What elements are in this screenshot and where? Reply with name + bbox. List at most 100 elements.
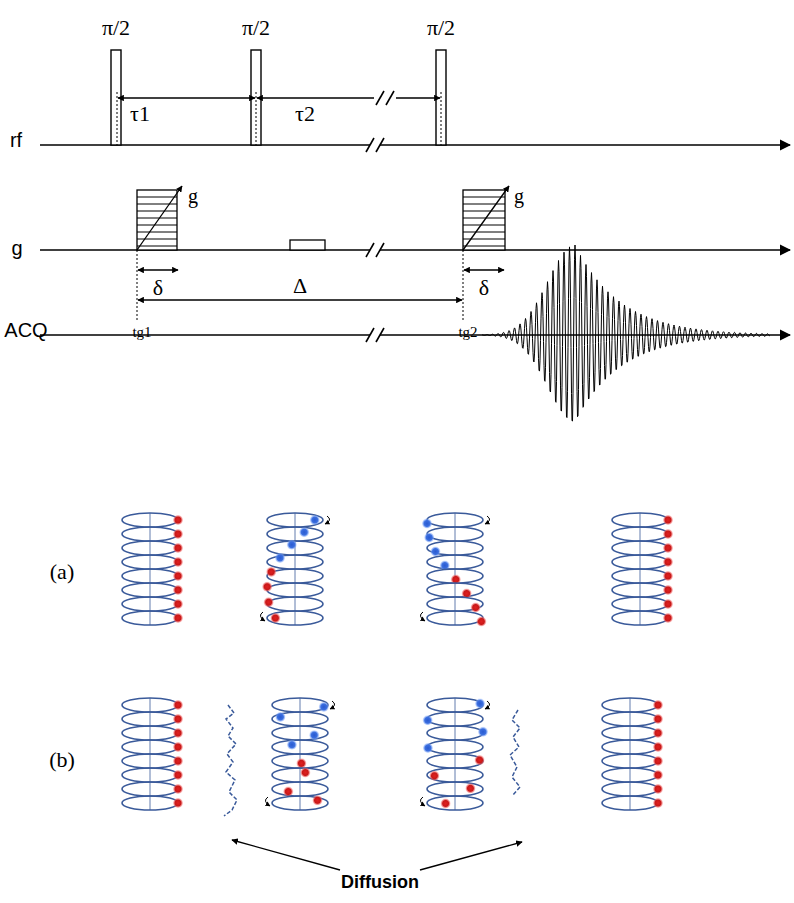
axis-name: g	[11, 238, 22, 258]
spin-dot	[429, 771, 439, 781]
coil-axis	[640, 611, 641, 625]
gradient-step	[463, 218, 505, 219]
coil-ring	[602, 768, 658, 782]
coil-ring	[427, 782, 483, 796]
coil-axis	[455, 513, 456, 527]
spin-dot	[262, 582, 272, 592]
coil-axis	[300, 726, 301, 740]
gradient-ramp-arrows	[137, 186, 509, 250]
coil-axis	[150, 768, 151, 782]
spin-dot	[173, 770, 183, 780]
coil-ring	[122, 611, 178, 625]
spin-dot	[441, 798, 451, 808]
rotation-arrow	[420, 612, 425, 621]
coil-axis	[150, 782, 151, 796]
coil-ring	[602, 754, 658, 768]
spin-dot	[663, 585, 673, 595]
gradient-label: g	[514, 186, 524, 206]
coil-ring	[267, 583, 323, 597]
coil-ring	[122, 597, 178, 611]
coil-axis	[640, 555, 641, 569]
coil-ring	[122, 698, 178, 712]
gradient-step	[137, 197, 177, 198]
coil-ring	[272, 768, 328, 782]
coil-axis	[640, 583, 641, 597]
spin-dot	[173, 585, 183, 595]
coil-axis	[300, 768, 301, 782]
coil-ring	[122, 569, 178, 583]
spin-dot	[283, 787, 293, 797]
coil-ring	[122, 541, 178, 555]
rotation-arrow	[260, 612, 265, 621]
coil-ring	[427, 796, 483, 810]
delay-label: τ1	[130, 103, 150, 125]
coil-ring	[427, 583, 483, 597]
coil-ring	[122, 754, 178, 768]
rotation-arrow	[325, 516, 330, 524]
spin-dot	[663, 543, 673, 553]
gradient-step	[463, 204, 505, 205]
coil-axis	[455, 740, 456, 754]
coil-ring	[272, 712, 328, 726]
coil-axis	[150, 583, 151, 597]
coil-ring	[612, 597, 668, 611]
coil-ring	[602, 782, 658, 796]
diffusion-arrows	[232, 840, 522, 870]
gradient-step	[463, 197, 505, 198]
interval-label: Δ	[293, 275, 307, 297]
coil-axis	[640, 569, 641, 583]
rotation-arrow	[420, 797, 425, 806]
coil-axis	[150, 611, 151, 625]
spin-dot	[653, 784, 663, 794]
coil-ring	[427, 555, 483, 569]
spin-dot	[173, 756, 183, 766]
coil-axis	[455, 782, 456, 796]
coil-axis	[630, 740, 631, 754]
coil-ring	[122, 527, 178, 541]
coil-ring	[612, 513, 668, 527]
coil-ring	[612, 611, 668, 625]
gradient-step	[463, 246, 505, 247]
gradient-step	[463, 232, 505, 233]
coil-axis	[150, 597, 151, 611]
gradient-step	[137, 225, 177, 226]
coil-ring	[427, 712, 483, 726]
spin-dot	[653, 770, 663, 780]
coil-axis	[150, 513, 151, 527]
coil-axis	[150, 698, 151, 712]
coil-ring	[427, 754, 483, 768]
spin-dot	[173, 515, 183, 525]
axis-name: ACQ	[4, 320, 47, 340]
coil-ring	[267, 597, 323, 611]
gradient-step	[137, 232, 177, 233]
echo-signal	[482, 245, 770, 421]
spin-dot	[173, 798, 183, 808]
coil-ring	[612, 583, 668, 597]
coil-ring	[612, 555, 668, 569]
coil-axis	[455, 541, 456, 555]
spin-dot	[653, 714, 663, 724]
spin-dot	[663, 613, 673, 623]
coil-axis	[150, 541, 151, 555]
coil-ring	[122, 768, 178, 782]
spin-dot	[275, 712, 285, 722]
coil-ring	[122, 712, 178, 726]
spin-dot	[423, 743, 433, 753]
spin-dot	[476, 617, 486, 627]
coil-ring	[612, 569, 668, 583]
coil-axis	[630, 754, 631, 768]
coil-ring	[122, 796, 178, 810]
pulse-angle: π/2	[242, 17, 270, 39]
coil-ring	[427, 726, 483, 740]
coil-ring	[272, 796, 328, 810]
coil-axis	[455, 796, 456, 810]
gradient-step	[463, 211, 505, 212]
spin-dot	[430, 547, 440, 557]
pulse-angle: π/2	[102, 17, 130, 39]
coil-axis	[630, 712, 631, 726]
coil-axis	[640, 597, 641, 611]
rotation-arrow	[485, 516, 490, 524]
spin-dot	[663, 515, 673, 525]
spin-dot	[422, 519, 432, 529]
